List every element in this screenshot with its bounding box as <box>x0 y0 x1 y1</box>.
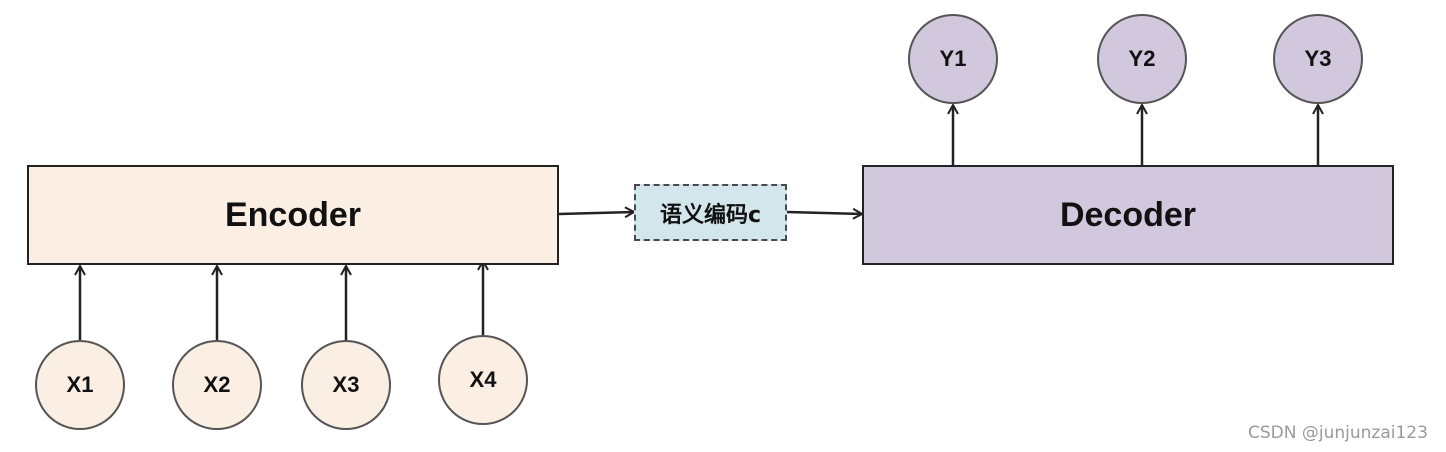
output-node-y3: Y3 <box>1273 14 1363 104</box>
input-node-x1: X1 <box>35 340 125 430</box>
output-label: Y3 <box>1304 46 1332 71</box>
input-node-x4: X4 <box>438 335 528 425</box>
output-node-y1: Y1 <box>908 14 998 104</box>
encoder-label: Encoder <box>224 195 362 234</box>
input-label: X3 <box>332 372 360 397</box>
output-node-y2: Y2 <box>1097 14 1187 104</box>
input-label: X2 <box>203 372 231 397</box>
arrow-semantic-to-decoder <box>786 212 862 214</box>
semantic-code-label: 语义编码c <box>659 202 762 228</box>
semantic-code-box: 语义编码c <box>634 184 787 241</box>
output-label: Y2 <box>1128 46 1156 71</box>
input-label: X4 <box>469 367 497 392</box>
arrow-encoder-to-semantic <box>558 212 634 214</box>
output-label: Y1 <box>939 46 967 71</box>
decoder-block: Decoder <box>862 165 1394 265</box>
input-label: X1 <box>66 372 94 397</box>
decoder-label: Decoder <box>1059 195 1197 234</box>
encoder-block: Encoder <box>27 165 559 265</box>
watermark: CSDN @junjunzai123 <box>1248 423 1428 443</box>
input-node-x2: X2 <box>172 340 262 430</box>
input-node-x3: X3 <box>301 340 391 430</box>
